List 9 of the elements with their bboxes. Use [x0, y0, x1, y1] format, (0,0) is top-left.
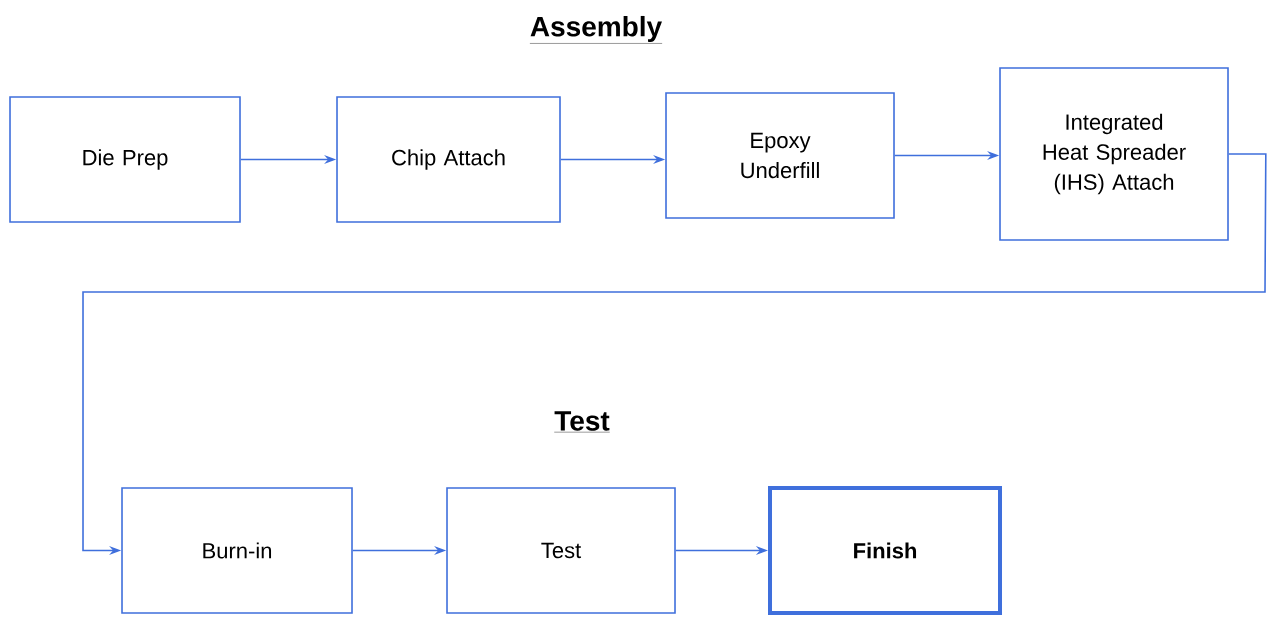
process-box: Epoxy Underfill [665, 92, 895, 219]
process-box: Die Prep [9, 96, 241, 223]
process-box: Finish [768, 486, 1002, 615]
process-box: Integrated Heat Spreader (IHS) Attach [999, 67, 1229, 241]
process-box: Test [446, 487, 676, 614]
heading: Assembly [529, 15, 663, 44]
process-box: Burn-in [121, 487, 353, 614]
heading: Test [554, 411, 610, 433]
process-box: Chip Attach [336, 96, 561, 223]
